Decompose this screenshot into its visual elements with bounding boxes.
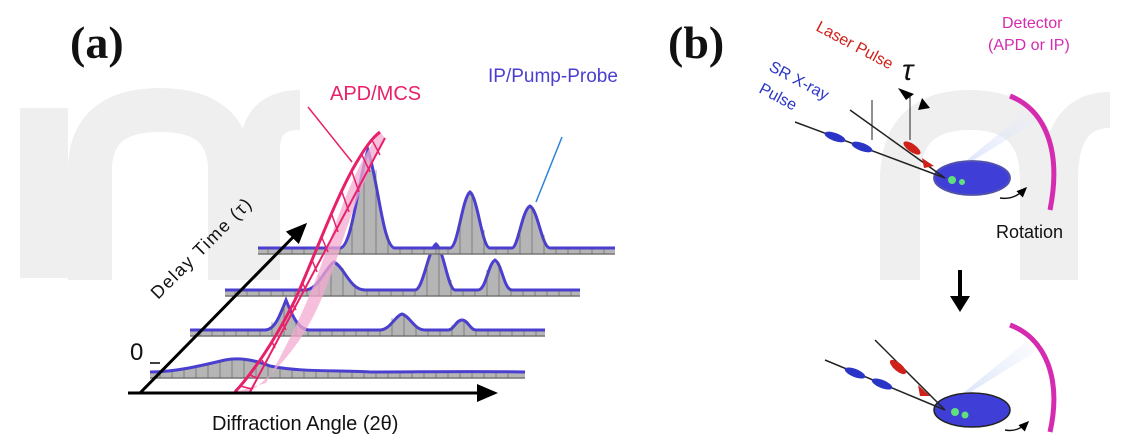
setup-bottom [824, 322, 1057, 433]
y-axis-arrow [138, 222, 308, 395]
ip-pump-probe-label: IP/Pump-Probe [488, 66, 618, 87]
xray-pulse-1 [824, 131, 846, 143]
detector-arc-lower [1009, 322, 1057, 433]
detector-label-line1: Detector [1002, 15, 1063, 32]
diffraction-angle-label: Diffraction Angle (2θ) [212, 413, 398, 435]
setup-top: τ Rotation [794, 54, 1063, 242]
waterfall-traces [149, 145, 615, 379]
detector-arc [1009, 93, 1057, 211]
trace-1 [149, 357, 526, 379]
origin-label: 0 [130, 339, 143, 366]
trace-hatching [159, 160, 605, 378]
apd-mcs-label: APD/MCS [330, 83, 421, 105]
apd-mcs-slice [233, 130, 386, 394]
sample-spot [948, 176, 956, 184]
laser-pulse-label: Laser Pulse [813, 19, 896, 74]
panel-b-label: (b) [668, 17, 724, 68]
rotation-arrow [999, 186, 1028, 200]
xray-pulse-2 [851, 141, 873, 153]
trace-4 [258, 145, 615, 255]
ip-leader-line [535, 136, 563, 203]
sample-disk-lower [933, 392, 1011, 428]
rotation-label: Rotation [996, 222, 1063, 242]
apd-hatching [239, 139, 381, 390]
laser-pulse-1 [903, 141, 921, 155]
detector-label-line2: (APD or IP) [988, 37, 1070, 54]
apd-leader-line [307, 106, 353, 163]
tau-symbol: τ [902, 54, 915, 87]
axes [128, 222, 498, 402]
panel-b: (b) Laser Pulse SR X-ray Pulse Detector … [668, 15, 1070, 433]
transition-arrow [950, 270, 970, 312]
panel-a: (a) [70, 17, 618, 435]
panel-a-label: (a) [70, 17, 124, 68]
